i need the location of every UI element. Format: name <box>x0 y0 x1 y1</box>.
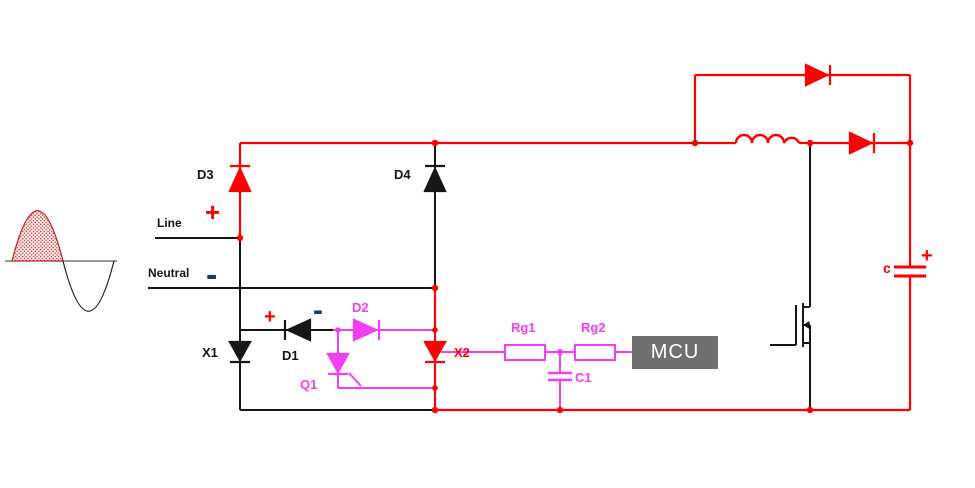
resistor-rg2-icon <box>574 344 616 361</box>
diode-d3-icon <box>228 164 252 193</box>
label-rg1: Rg1 <box>511 320 536 335</box>
gate-drive-wires <box>333 329 632 410</box>
resistor-rg1-icon <box>504 344 546 361</box>
bypass-diode-icon <box>804 63 832 87</box>
label-neutral: Neutral <box>148 266 190 280</box>
neutral-minus-sign: - <box>206 256 218 294</box>
ac-waveform-icon <box>5 210 117 312</box>
capacitor-c1-icon <box>548 371 572 382</box>
label-d2: D2 <box>352 300 369 315</box>
inductor-icon <box>734 133 801 144</box>
scr-q1-icon <box>326 352 350 376</box>
label-rg2: Rg2 <box>581 320 606 335</box>
mcu-label: MCU <box>650 341 700 363</box>
label-x1: X1 <box>202 345 218 360</box>
label-d4: D4 <box>394 167 411 182</box>
label-x2: X2 <box>454 345 470 360</box>
bulk-capacitor-icon <box>894 265 926 278</box>
boost-diode-icon <box>848 131 876 155</box>
label-c1: C1 <box>575 370 592 385</box>
d1-minus-sign: - <box>313 294 323 327</box>
label-line: Line <box>157 216 182 230</box>
label-q1: Q1 <box>300 377 318 392</box>
mcu-block: MCU <box>632 336 718 369</box>
conduction-path-wires <box>238 73 912 412</box>
black-wires <box>148 143 436 411</box>
d1-plus-sign: + <box>264 306 276 328</box>
label-d1: D1 <box>282 348 299 363</box>
diode-d1-icon <box>283 318 312 342</box>
label-d3: D3 <box>197 167 214 182</box>
diode-d2-icon <box>352 318 381 342</box>
scr-x1-icon <box>228 340 252 364</box>
diode-d4-icon <box>423 164 447 193</box>
junction-dots-red <box>236 139 914 414</box>
mosfet-icon <box>770 143 811 410</box>
scr-x2-icon <box>423 340 447 364</box>
line-plus-sign: + <box>205 197 221 227</box>
bulk-cap-plus-sign: + <box>921 245 933 267</box>
label-bulk-cap: c <box>883 260 891 276</box>
junction-dots-magenta <box>335 327 563 355</box>
